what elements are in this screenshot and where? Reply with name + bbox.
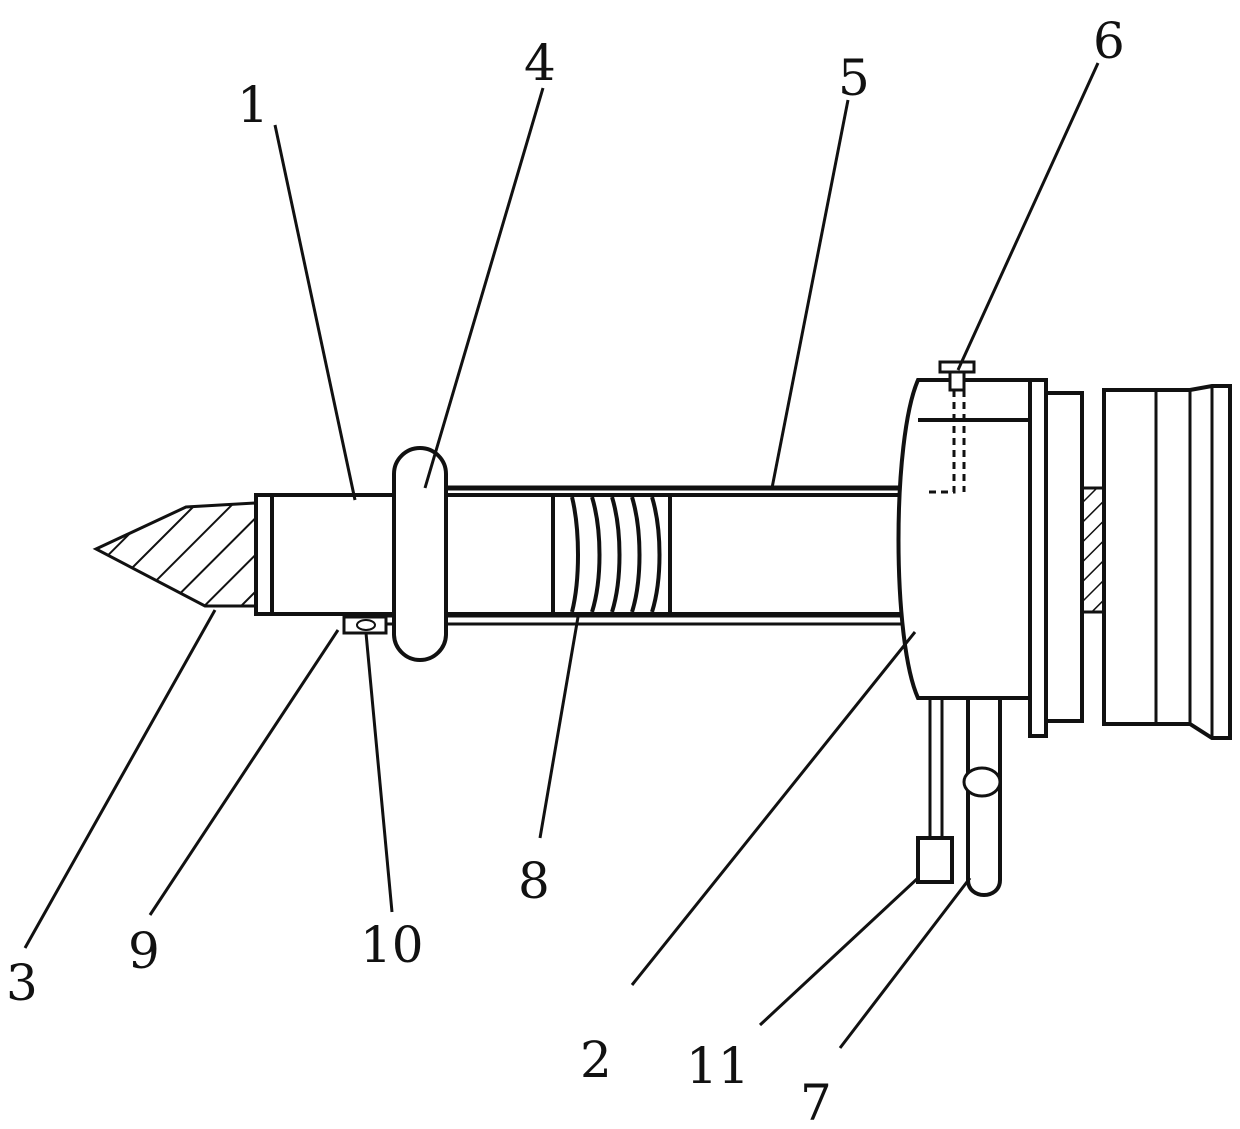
screw-shank	[950, 372, 964, 390]
label-6: 6	[1093, 12, 1125, 70]
label-3: 3	[6, 954, 38, 1012]
handle-button	[964, 768, 1000, 796]
label-2: 2	[580, 1031, 612, 1089]
label-4: 4	[524, 34, 556, 92]
label-11: 11	[686, 1037, 750, 1095]
plug-connector	[918, 838, 952, 882]
flange-plate-b	[1046, 393, 1082, 721]
cone-tip	[96, 503, 256, 606]
label-8: 8	[518, 852, 550, 910]
label-10: 10	[360, 916, 424, 974]
label-7: 7	[800, 1074, 832, 1129]
ring-flange	[394, 448, 446, 660]
label-1: 1	[237, 76, 269, 134]
label-5: 5	[838, 49, 870, 107]
label-9: 9	[128, 922, 160, 980]
small-sensor-hole	[357, 620, 375, 630]
bottom-wire	[360, 616, 942, 838]
flange-plate-a	[1030, 380, 1046, 736]
main-tube	[272, 495, 912, 614]
